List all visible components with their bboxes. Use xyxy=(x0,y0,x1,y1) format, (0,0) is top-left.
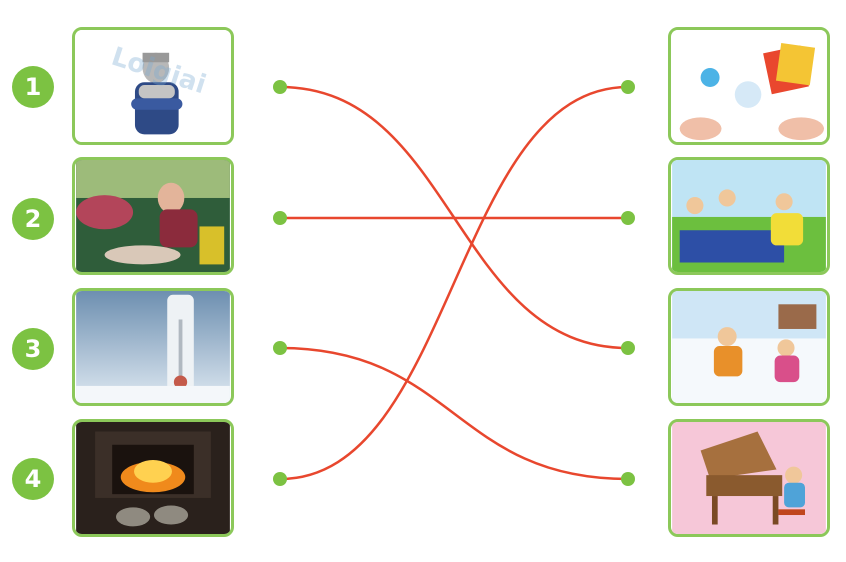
cold-person-scarf-image[interactable] xyxy=(72,27,234,145)
piano-girl-image[interactable] xyxy=(668,419,830,537)
number-badge-4: 4 xyxy=(12,458,54,500)
snow-play-kids-image[interactable] xyxy=(668,288,830,406)
number-badge-1: 1 xyxy=(12,66,54,108)
connection-line-4-to-1 xyxy=(279,85,629,481)
connection-line-3-to-4 xyxy=(279,346,629,481)
left-dot-2[interactable] xyxy=(273,211,287,225)
right-dot-2[interactable] xyxy=(621,211,635,225)
hot-woman-sun-image[interactable] xyxy=(72,157,234,275)
left-dot-4[interactable] xyxy=(273,472,287,486)
right-dot-4[interactable] xyxy=(621,472,635,486)
number-badge-2: 2 xyxy=(12,198,54,240)
fireplace-image[interactable] xyxy=(72,419,234,537)
right-dot-1[interactable] xyxy=(621,80,635,94)
right-dot-3[interactable] xyxy=(621,341,635,355)
number-badge-3: 3 xyxy=(12,328,54,370)
left-dot-1[interactable] xyxy=(273,80,287,94)
snowy-thermometer-image[interactable] xyxy=(72,288,234,406)
picnic-kids-image[interactable] xyxy=(668,157,830,275)
connection-line-1-to-3 xyxy=(279,85,629,350)
paper-craft-hands-image[interactable] xyxy=(668,27,830,145)
left-dot-3[interactable] xyxy=(273,341,287,355)
